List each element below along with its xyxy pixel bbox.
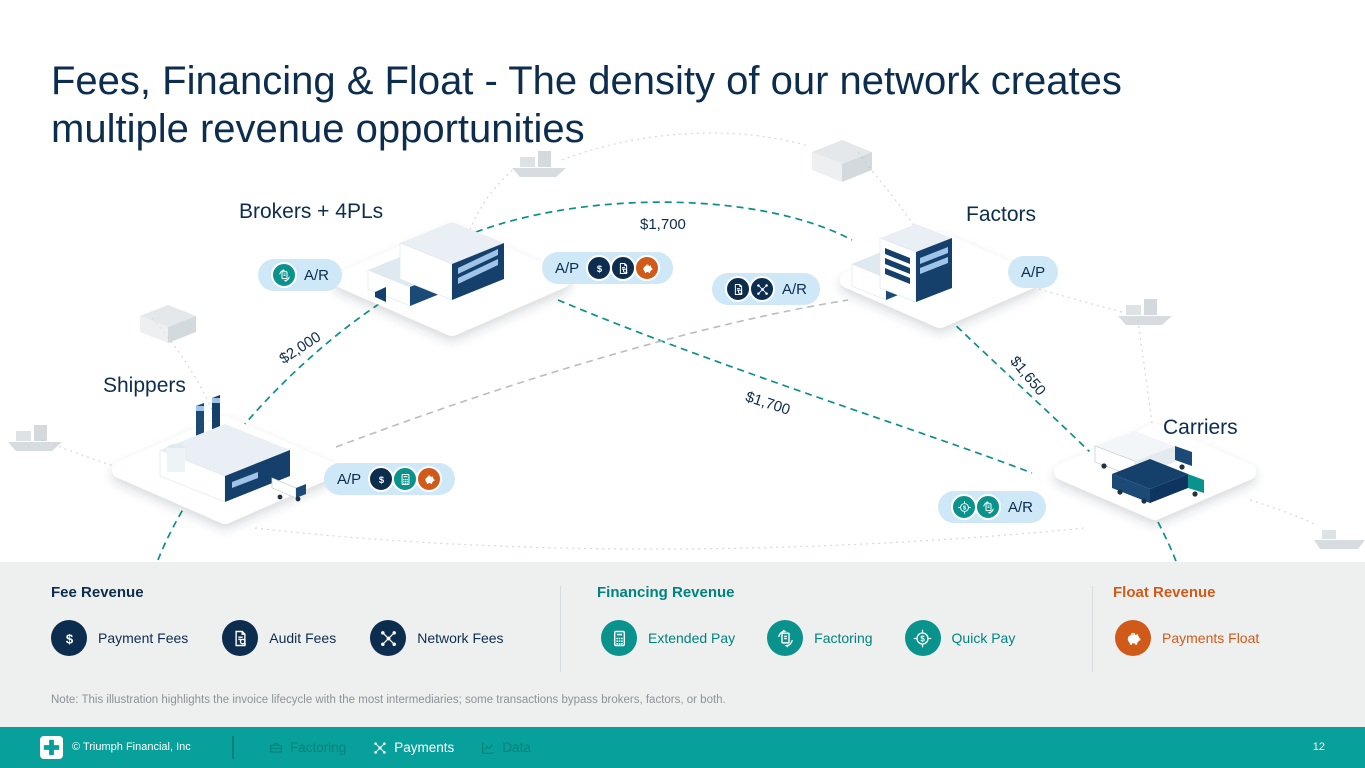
decorative-ship-right xyxy=(1118,299,1172,325)
node-label-factors: Factors xyxy=(966,203,1037,226)
chart-line-icon xyxy=(482,742,494,754)
decorative-ship-far-left xyxy=(8,425,62,451)
nav-label: Data xyxy=(502,740,531,755)
decorative-ship-bottom-right xyxy=(1314,530,1365,549)
quick-pay-icon: $ xyxy=(904,620,941,656)
carriers-illustration xyxy=(1054,424,1256,520)
payment-fees-icon: $ xyxy=(51,620,87,656)
factoring-icon xyxy=(767,620,804,656)
route-factors-carriers xyxy=(947,317,1101,463)
footnote: Note: This illustration highlights the i… xyxy=(51,694,726,706)
decorative-ship-top-left xyxy=(512,151,566,177)
badge-carriers-ar: $ A/R xyxy=(938,491,1047,523)
footer-nav: Factoring Payments Data xyxy=(268,727,531,768)
node-label-shippers: Shippers xyxy=(103,374,186,397)
payments-float-icon xyxy=(416,466,443,492)
badge-factors-ar: A/R xyxy=(712,273,821,305)
audit-fees-icon xyxy=(610,255,637,281)
nav-label: Payments xyxy=(394,740,455,755)
legend-group-float: Payments Float xyxy=(1115,620,1259,656)
badge-factors-ap: A/P xyxy=(1008,256,1059,288)
audit-fees-icon xyxy=(222,620,259,656)
badge-label: A/R xyxy=(304,266,330,284)
legend-item-label: Network Fees xyxy=(417,630,504,646)
extended-pay-icon xyxy=(601,620,637,656)
slide-title: Fees, Financing & Float - The density of… xyxy=(51,58,1122,151)
network-fees-icon xyxy=(749,276,775,302)
badge-label: A/P xyxy=(555,259,580,277)
legend-divider xyxy=(1092,586,1093,672)
legend-item-payment-fees: $ Payment Fees xyxy=(51,620,188,656)
legend-item-label: Payments Float xyxy=(1162,630,1260,646)
route-shippers-brokers xyxy=(157,297,389,561)
legend-item-payments-float: Payments Float xyxy=(1115,620,1259,656)
legend-group-financing: Extended Pay Factoring $ Quick Pay xyxy=(601,620,1015,656)
route-brokers-carriers xyxy=(557,299,1033,474)
briefcase-icon xyxy=(270,742,282,753)
extended-pay-icon xyxy=(392,466,419,492)
amount-brokers-factors: $1,700 xyxy=(640,216,686,233)
svg-text:$: $ xyxy=(379,474,385,484)
badge-brokers-ap: A/P $ xyxy=(542,252,674,284)
triumph-logo xyxy=(40,736,63,759)
audit-fees-icon xyxy=(725,276,751,302)
payment-fees-icon: $ xyxy=(586,255,613,281)
badge-label: A/R xyxy=(1008,498,1034,516)
node-label-brokers: Brokers + 4PLs xyxy=(239,200,384,223)
legend-panel: Fee Revenue $ Payment Fees Audit Fees Ne… xyxy=(0,562,1365,728)
legend-item-network-fees: Network Fees xyxy=(370,620,504,656)
legend-item-label: Payment Fees xyxy=(98,630,189,646)
legend-item-extended-pay: Extended Pay xyxy=(601,620,735,656)
decorative-building-top xyxy=(812,140,872,182)
nav-label: Factoring xyxy=(290,740,347,755)
badge-label: A/P xyxy=(337,470,362,488)
network-nodes-icon xyxy=(374,741,386,754)
legend-item-label: Audit Fees xyxy=(269,630,337,646)
svg-text:$: $ xyxy=(962,505,966,511)
route-shippers-factors xyxy=(335,299,849,448)
badge-label: A/P xyxy=(1021,263,1046,281)
svg-text:$: $ xyxy=(597,263,603,273)
decorative-mini-structures xyxy=(8,140,1365,549)
legend-title-fee-revenue: Fee Revenue xyxy=(51,584,144,601)
badge-shippers-ap: A/P $ xyxy=(324,463,456,495)
shippers-illustration xyxy=(112,395,338,524)
nav-item-factoring[interactable]: Factoring xyxy=(268,740,346,756)
footer-divider xyxy=(232,736,234,759)
factoring-icon xyxy=(975,494,1001,520)
route-brokers-factors xyxy=(475,201,853,241)
legend-title-float-revenue: Float Revenue xyxy=(1113,584,1216,601)
badge-brokers-ar: A/R xyxy=(258,259,343,291)
network-fees-icon xyxy=(370,620,407,656)
svg-text:$: $ xyxy=(920,634,925,643)
quick-pay-icon: $ xyxy=(951,494,977,520)
factoring-icon xyxy=(271,262,297,288)
legend-divider xyxy=(560,586,561,672)
legend-item-label: Factoring xyxy=(814,630,873,646)
node-label-carriers: Carriers xyxy=(1163,416,1238,439)
payments-float-icon xyxy=(1115,620,1151,656)
decorative-building-left xyxy=(140,305,196,343)
legend-title-financing-revenue: Financing Revenue xyxy=(597,584,735,601)
nav-item-payments[interactable]: Payments xyxy=(372,740,454,756)
legend-item-label: Extended Pay xyxy=(648,630,736,646)
svg-text:$: $ xyxy=(65,631,73,646)
legend-item-audit-fees: Audit Fees xyxy=(222,620,336,656)
payment-fees-icon: $ xyxy=(368,466,395,492)
payments-float-icon xyxy=(634,255,661,281)
copyright-text: © Triumph Financial, Inc xyxy=(72,741,191,753)
brokers-illustration xyxy=(334,222,570,336)
legend-item-label: Quick Pay xyxy=(951,630,1016,646)
legend-item-quick-pay: $ Quick Pay xyxy=(904,620,1016,656)
factors-illustration xyxy=(840,224,1040,328)
nav-item-data[interactable]: Data xyxy=(480,740,531,756)
legend-item-factoring: Factoring xyxy=(767,620,873,656)
badge-label: A/R xyxy=(782,280,808,298)
page-number: 12 xyxy=(1312,741,1325,753)
legend-group-fee: $ Payment Fees Audit Fees Network Fees xyxy=(51,620,504,656)
route-carriers-south xyxy=(1157,521,1178,565)
footer-bar: © Triumph Financial, Inc Factoring Payme… xyxy=(0,727,1365,768)
